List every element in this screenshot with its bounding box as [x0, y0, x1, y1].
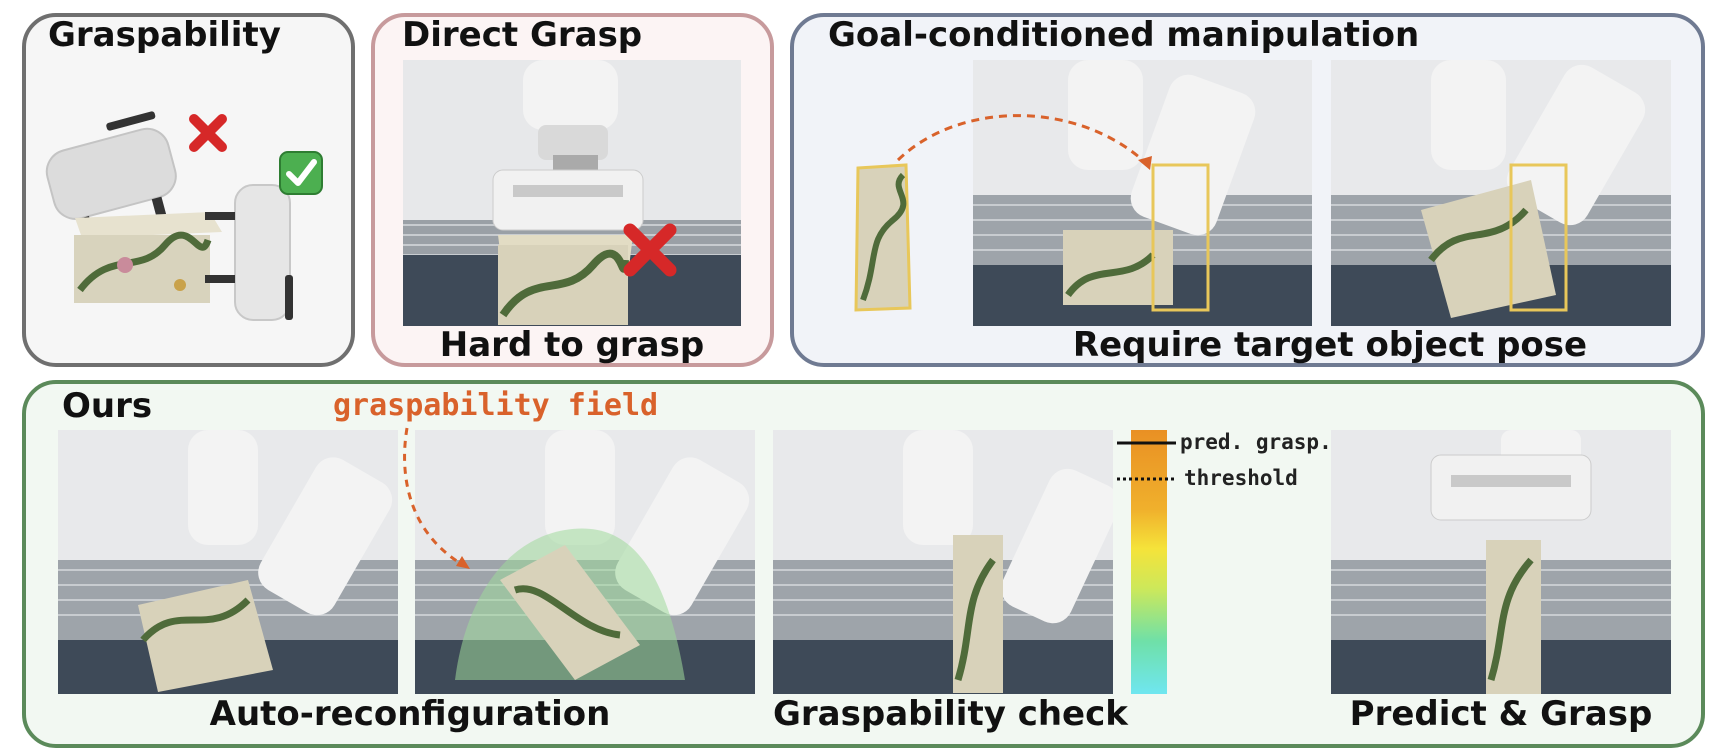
ours-title: Ours: [62, 386, 153, 426]
gripper-tilted: [45, 111, 177, 240]
auto-reconfiguration-caption: Auto-reconfiguration: [209, 694, 611, 734]
graspability-title: Graspability: [48, 15, 281, 55]
ours-photo-4: [1331, 430, 1671, 694]
direct-grasp-caption: Hard to grasp: [439, 325, 705, 365]
threshold-label: threshold: [1184, 466, 1298, 490]
ours-photo-3: [773, 430, 1113, 694]
box-object: [74, 212, 222, 303]
target-pose-outline: [854, 163, 912, 312]
direct-grasp-photo: [403, 60, 741, 326]
graspability-colorbar: [1131, 430, 1167, 694]
goal-photo-start: [973, 60, 1312, 326]
graspability-check-caption: Graspability check: [773, 694, 1128, 734]
gripper-upright: [205, 184, 293, 321]
cross-mark-icon: [623, 223, 677, 277]
goal-conditioned-caption: Require target object pose: [1072, 325, 1588, 365]
ours-photo-1: [58, 430, 398, 694]
goal-conditioned-title: Goal-conditioned manipulation: [828, 15, 1420, 55]
direct-grasp-title: Direct Grasp: [402, 15, 643, 55]
graspability-illustration: [45, 111, 293, 321]
ours-photo-2: [415, 430, 755, 694]
check-mark-icon: [279, 151, 323, 195]
goal-photo-target: [1331, 60, 1671, 326]
predict-grasp-caption: Predict & Grasp: [1349, 694, 1653, 734]
cross-mark-icon: [189, 114, 227, 152]
graspability-field-label: graspability field: [333, 388, 659, 423]
